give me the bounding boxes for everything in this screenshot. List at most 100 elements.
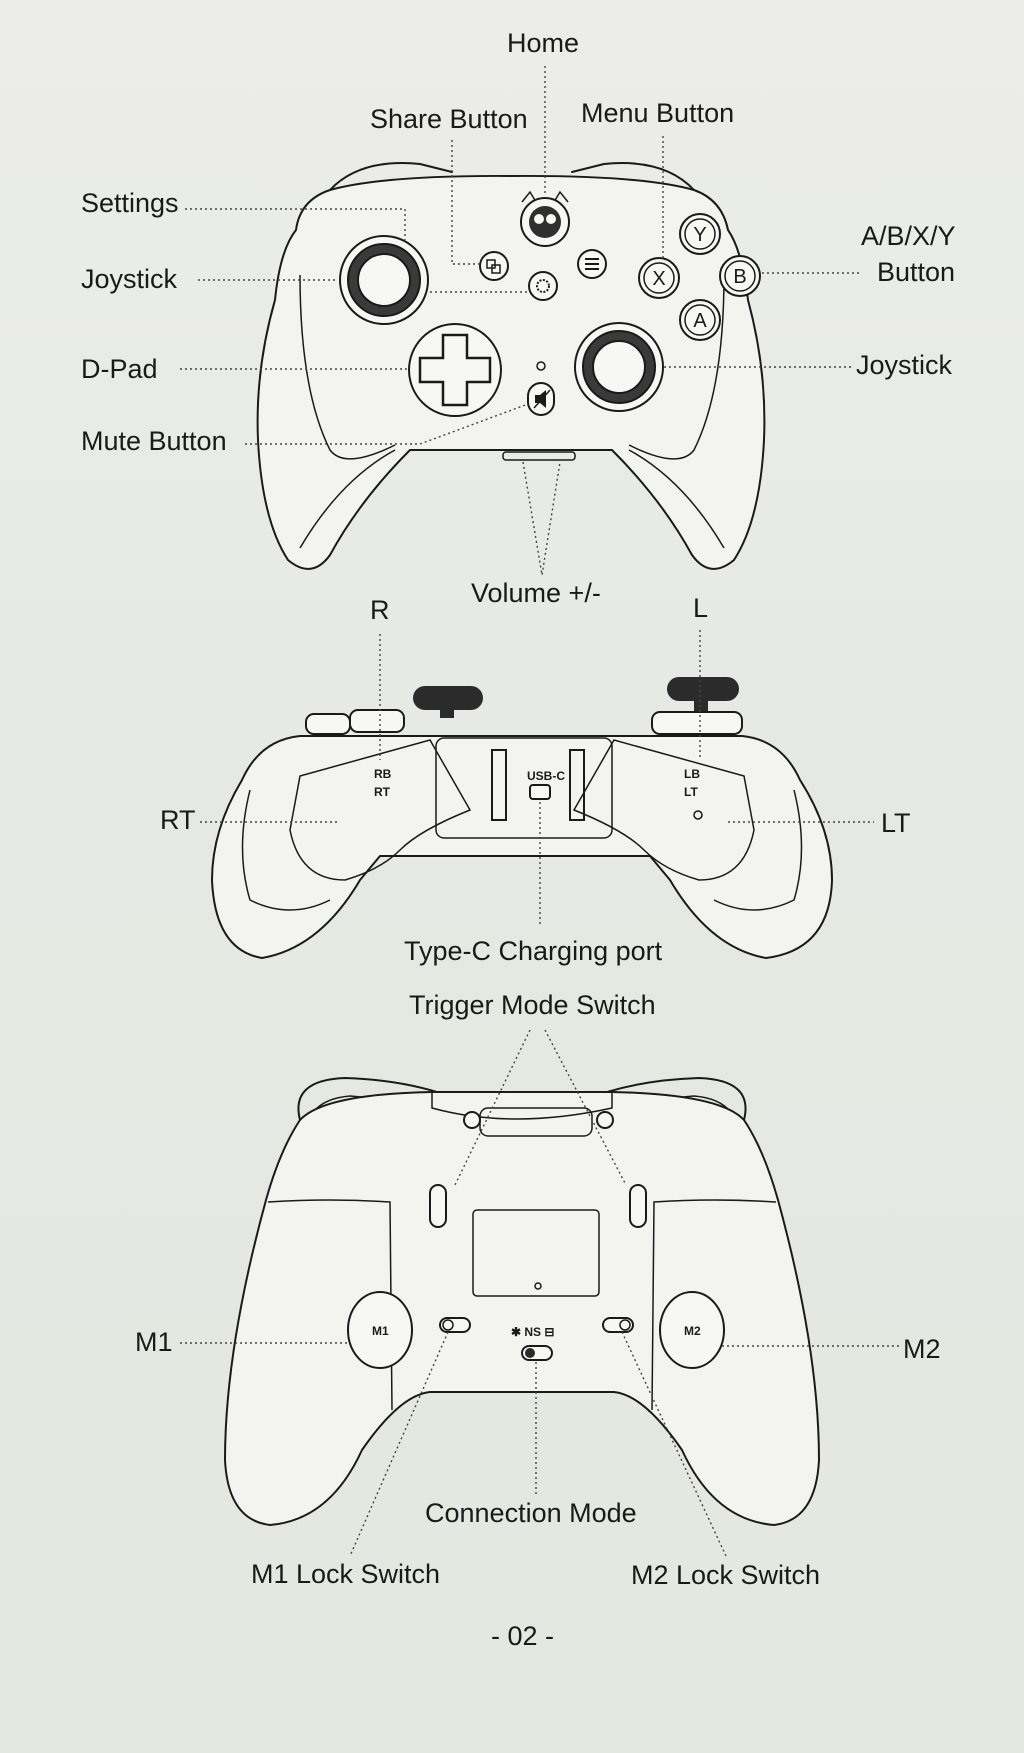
- share-button[interactable]: [479, 251, 509, 281]
- b-button-label: B: [733, 266, 746, 288]
- left-screw: [463, 1111, 481, 1129]
- label-home: Home: [507, 28, 579, 58]
- top-left-stick-stem: [440, 704, 454, 718]
- top-body-outline: [211, 735, 833, 959]
- left-joystick[interactable]: [339, 235, 429, 325]
- left-grip-inner: [299, 449, 396, 549]
- top-led: [693, 810, 703, 820]
- left-shoulder-outline: [329, 162, 453, 191]
- right-screw: [596, 1111, 614, 1129]
- mute-button[interactable]: [527, 382, 555, 416]
- label-trigger-mode: Trigger Mode Switch: [409, 990, 656, 1020]
- trigger-mode-leader-right: [544, 1029, 627, 1186]
- back-top-ridge: [431, 1092, 613, 1120]
- top-view: USB-C RB RT LB LT R L RT LT Type-C Charg…: [160, 593, 911, 966]
- connection-mode-knob: [525, 1348, 535, 1358]
- x-button[interactable]: X: [638, 257, 680, 299]
- top-right-stick: [667, 677, 739, 701]
- mode-printed-text: ✱ NS ⊟: [511, 1325, 554, 1339]
- m1-paddle-label: M1: [372, 1324, 389, 1338]
- label-volume: Volume +/-: [471, 578, 601, 608]
- port-left-rib: [491, 749, 507, 821]
- label-dpad: D-Pad: [81, 354, 158, 384]
- right-grip-inner: [628, 449, 725, 549]
- label-type-c: Type-C Charging port: [404, 936, 663, 966]
- top-left-stick: [413, 686, 483, 710]
- trigger-mode-leader-left: [454, 1029, 531, 1186]
- back-inner-right: [651, 1199, 777, 1411]
- printed-rt: RT: [374, 785, 391, 799]
- m1-paddle[interactable]: M1: [347, 1291, 413, 1369]
- home-button[interactable]: [520, 190, 570, 247]
- b-button[interactable]: B: [719, 255, 761, 297]
- joystick-left-leader: [198, 279, 529, 293]
- top-right-stick-stem: [694, 697, 708, 711]
- port-panel: [435, 737, 613, 839]
- right-grip-line: [628, 274, 725, 460]
- back-inner-left: [267, 1199, 393, 1411]
- label-joystick-left: Joystick: [81, 264, 178, 294]
- right-shoulder-outline: [571, 162, 695, 191]
- label-share: Share Button: [370, 104, 528, 134]
- m1-lock-knob: [442, 1319, 454, 1331]
- port-right-rib: [569, 749, 585, 821]
- trigger-mode-switch-left[interactable]: [429, 1184, 447, 1228]
- label-lt: LT: [881, 808, 911, 838]
- battery-hole: [534, 1282, 542, 1290]
- m2-lock-knob: [619, 1319, 631, 1331]
- status-led: [536, 361, 546, 371]
- label-joystick-right: Joystick: [856, 350, 953, 380]
- back-view: M1 M2 ✱ NS ⊟ Trigger Mode Switch M1 M2 C…: [135, 990, 941, 1590]
- label-settings: Settings: [81, 188, 179, 218]
- right-joystick[interactable]: [574, 322, 664, 412]
- mute-leader: [245, 403, 529, 445]
- label-mute: Mute Button: [81, 426, 227, 456]
- top-small-button-3: [651, 711, 743, 735]
- a-button[interactable]: A: [679, 299, 721, 341]
- left-grip-line: [299, 274, 396, 460]
- printed-usb-c: USB-C: [527, 769, 565, 783]
- m2-paddle-label: M2: [684, 1324, 701, 1338]
- label-rt: RT: [160, 805, 196, 835]
- usb-c-port[interactable]: [529, 784, 551, 800]
- label-abxy-line2: Button: [877, 257, 955, 287]
- trigger-mode-switch-right[interactable]: [629, 1184, 647, 1228]
- y-button[interactable]: Y: [679, 213, 721, 255]
- back-body-outline: [224, 1091, 820, 1526]
- rt-trigger[interactable]: [241, 789, 331, 911]
- battery-cover: [472, 1209, 600, 1297]
- printed-lt: LT: [684, 785, 698, 799]
- label-l: L: [693, 593, 708, 623]
- settings-leader: [185, 208, 406, 240]
- m1-lock-leader: [349, 1331, 449, 1557]
- printed-rb: RB: [374, 767, 392, 781]
- x-button-label: X: [652, 268, 665, 290]
- label-m1-lock: M1 Lock Switch: [251, 1559, 440, 1589]
- label-menu: Menu Button: [581, 98, 734, 128]
- back-left-shoulder: [297, 1077, 461, 1121]
- lt-trigger[interactable]: [713, 789, 803, 911]
- volume-rocker[interactable]: [502, 451, 576, 461]
- printed-lb: LB: [684, 767, 700, 781]
- rb-shape[interactable]: [289, 739, 472, 881]
- label-m2: M2: [903, 1334, 941, 1364]
- back-right-shoulder: [583, 1077, 747, 1121]
- share-leader: [451, 140, 480, 265]
- label-connection-mode: Connection Mode: [425, 1498, 637, 1528]
- page-number: - 02 -: [491, 1621, 554, 1651]
- menu-button[interactable]: [577, 249, 607, 279]
- lb-shape[interactable]: [572, 739, 755, 881]
- volume-leader: [522, 461, 561, 576]
- label-abxy-line1: A/B/X/Y: [861, 221, 956, 251]
- top-small-button-1: [305, 713, 351, 735]
- a-button-label: A: [693, 310, 707, 332]
- m2-paddle[interactable]: M2: [659, 1291, 725, 1369]
- label-m2-lock: M2 Lock Switch: [631, 1560, 820, 1590]
- settings-button[interactable]: [528, 271, 558, 301]
- top-small-button-2: [349, 709, 405, 733]
- dpad[interactable]: [408, 323, 502, 417]
- y-button-label: Y: [693, 224, 706, 246]
- front-view: Y X B A Home Share Button Menu: [81, 28, 956, 608]
